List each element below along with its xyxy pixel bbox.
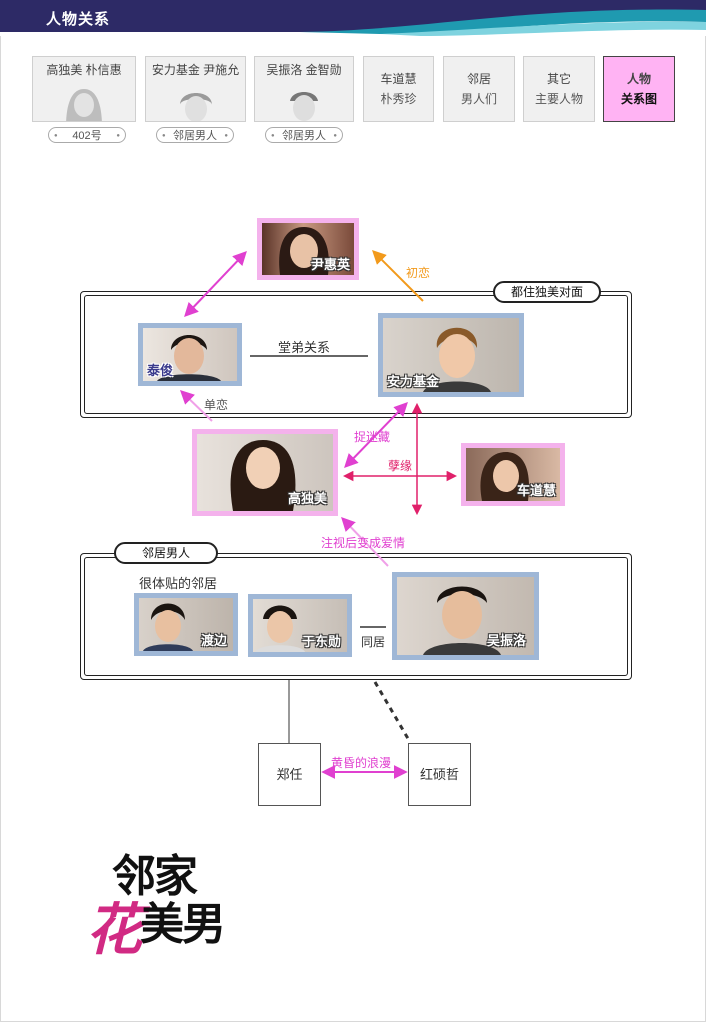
tab-label: 吴振洛 金智勋 [266,63,342,77]
character-hongshuozhe[interactable]: 红硕哲 [408,743,471,806]
tab-label: 人物 [626,72,651,86]
group-neighbor-men [80,553,632,680]
character-zhengren[interactable]: 郑任 [258,743,321,806]
character-gaodumei[interactable]: 高独美 [192,429,338,516]
tab-sublabel: 朴秀珍 [380,92,417,106]
tab-tag-badge: 402号 [48,127,126,144]
tab-sublabel: 男人们 [460,92,497,106]
relation-label-elusive: 捉迷藏 [354,430,391,444]
character-name: 高独美 [287,491,327,506]
tab-anli[interactable]: 安力基金 尹施允 [145,56,246,122]
tab-tag-badge: 邻居男人 [156,127,234,144]
character-chedaohui[interactable]: 车道慧 [461,443,565,506]
relation-label-unrequited: 单恋 [204,398,229,412]
relation-label-cousins: 堂弟关系 [278,340,331,355]
tab-tag-badge: 邻居男人 [265,127,343,144]
character-name: 渡边 [200,633,227,648]
show-logo-line1: 邻家 [112,852,198,901]
relation-label-fate: 孽缘 [388,459,413,473]
tab-neighbors[interactable]: 邻居 男人们 [443,56,515,122]
character-name: 红硕哲 [419,767,459,782]
relation-label-gaze-love: 注视后变成爱情 [321,536,406,550]
tab-label: 邻居 [466,72,491,86]
tab-wuzhenluo[interactable]: 吴振洛 金智勋 [254,56,354,122]
portrait-icon [423,586,501,655]
character-taijun[interactable]: 泰俊 [138,323,242,386]
portrait-icon [279,227,329,275]
portrait-icon [157,335,221,381]
portrait-icon [143,603,193,651]
character-wuzhenluo[interactable]: 吴振洛 [392,572,539,660]
character-dubian[interactable]: 渡边 [134,593,238,656]
show-logo-line2: 美男 [140,900,226,949]
character-name: 吴振洛 [486,633,526,648]
portrait-icon [230,440,296,511]
character-name: 安力基金 [387,374,440,389]
group-badge-neighbors: 邻居男人 [114,542,218,564]
portrait-icon [290,92,318,121]
portrait-icon [480,452,530,501]
show-logo-flower: 花 [86,898,142,961]
character-anli[interactable]: 安力基金 [378,313,524,397]
header-banner [0,0,706,36]
tab-sublabel: 关系图 [620,92,657,106]
tab-others[interactable]: 其它 主要人物 [523,56,595,122]
relation-label-dusk-romance: 黄昏的浪漫 [331,756,392,770]
tab-chedaohui[interactable]: 车道慧 朴秀珍 [363,56,434,122]
tab-sublabel: 主要人物 [534,92,583,106]
group-caption: 很体贴的邻居 [139,576,218,591]
character-name: 尹惠英 [310,257,350,272]
tab-relationship-map[interactable]: 人物 关系图 [603,56,675,122]
portrait-icon [423,327,491,392]
character-name: 郑任 [276,767,303,782]
tab-gaodumei[interactable]: 高独美 朴信惠 [32,56,136,122]
character-yudongxun[interactable]: 于东勋 [248,594,352,657]
tab-label: 其它 [546,72,571,86]
page-title: 人物关系 [46,11,111,28]
tab-label: 安力基金 尹施允 [151,63,240,77]
character-name: 泰俊 [147,363,174,378]
relation-label-first-love: 初恋 [406,266,431,280]
tab-label: 高独美 朴信惠 [46,63,122,77]
character-yunhyeying[interactable]: 尹惠英 [257,218,359,280]
group-badge-opposite: 都住独美对面 [493,281,601,303]
tab-label: 车道慧 [380,72,417,86]
portrait-icon [66,89,102,121]
portrait-icon [179,93,212,121]
character-name: 于东勋 [301,634,341,649]
character-name: 车道慧 [516,483,556,498]
relation-label-living-together: 同居 [361,635,386,649]
portrait-icon [255,605,305,652]
